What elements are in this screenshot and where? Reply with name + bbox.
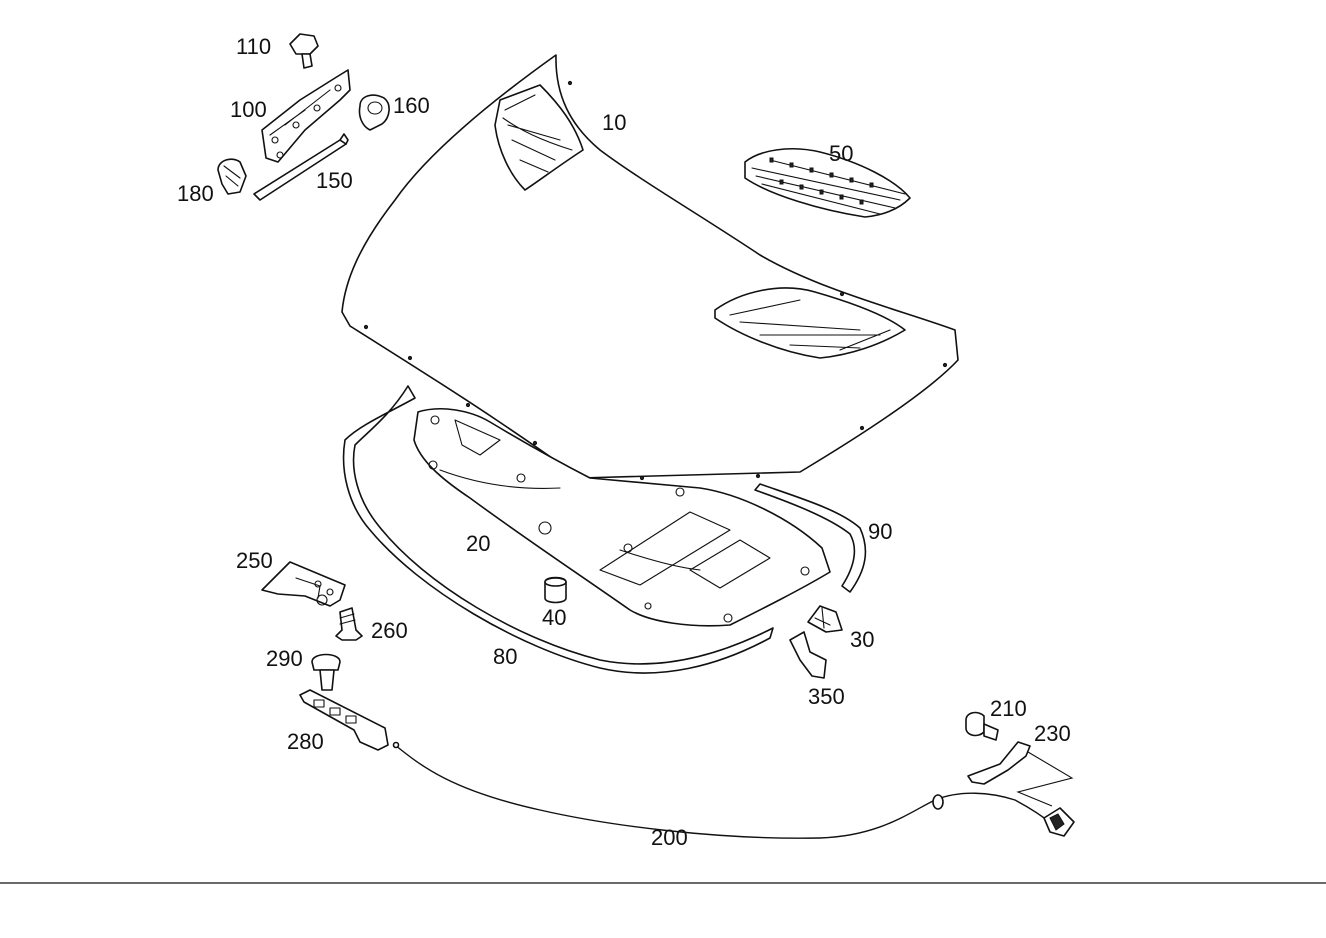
label-260: 260: [371, 618, 408, 643]
label-180: 180: [177, 181, 214, 206]
part-40-rubber-buffer[interactable]: [544, 576, 567, 604]
part-30-clip[interactable]: [807, 605, 843, 633]
part-110-bolt[interactable]: [289, 33, 319, 69]
part-260-striker-pin[interactable]: [335, 607, 363, 641]
part-200-release-cable[interactable]: [392, 741, 1056, 839]
part-180-clip[interactable]: [217, 158, 247, 195]
label-30: 30: [850, 627, 874, 652]
part-150-support-rod[interactable]: [253, 133, 349, 201]
part-10-hood[interactable]: [341, 54, 959, 481]
label-230: 230: [1034, 721, 1071, 746]
label-40: 40: [542, 605, 566, 630]
label-50: 50: [829, 141, 853, 166]
label-90: 90: [868, 519, 892, 544]
label-100: 100: [230, 97, 267, 122]
part-350-bracket[interactable]: [789, 631, 827, 679]
label-280: 280: [287, 729, 324, 754]
part-230-release-lever[interactable]: [967, 741, 1075, 837]
label-80: 80: [493, 644, 517, 669]
part-210-pin[interactable]: [965, 711, 999, 741]
label-150: 150: [316, 168, 353, 193]
label-350: 350: [808, 684, 845, 709]
label-110: 110: [236, 34, 271, 59]
part-160-clamp[interactable]: [358, 94, 390, 131]
label-160: 160: [393, 93, 430, 118]
label-210: 210: [990, 696, 1027, 721]
part-250-hood-lock[interactable]: [261, 561, 346, 607]
part-290-bolt[interactable]: [311, 653, 341, 691]
label-10: 10: [602, 110, 626, 135]
part-50-vent-grille[interactable]: [744, 148, 911, 218]
label-250: 250: [236, 548, 273, 573]
part-90-seal-strip[interactable]: [754, 483, 867, 593]
label-290: 290: [266, 646, 303, 671]
label-200: 200: [651, 825, 688, 850]
part-20-insulation-mat[interactable]: [413, 408, 831, 627]
part-280-latch-bracket[interactable]: [299, 689, 389, 751]
label-20: 20: [466, 531, 490, 556]
part-100-hinge[interactable]: [261, 69, 351, 163]
part-80-seal[interactable]: [342, 385, 774, 674]
